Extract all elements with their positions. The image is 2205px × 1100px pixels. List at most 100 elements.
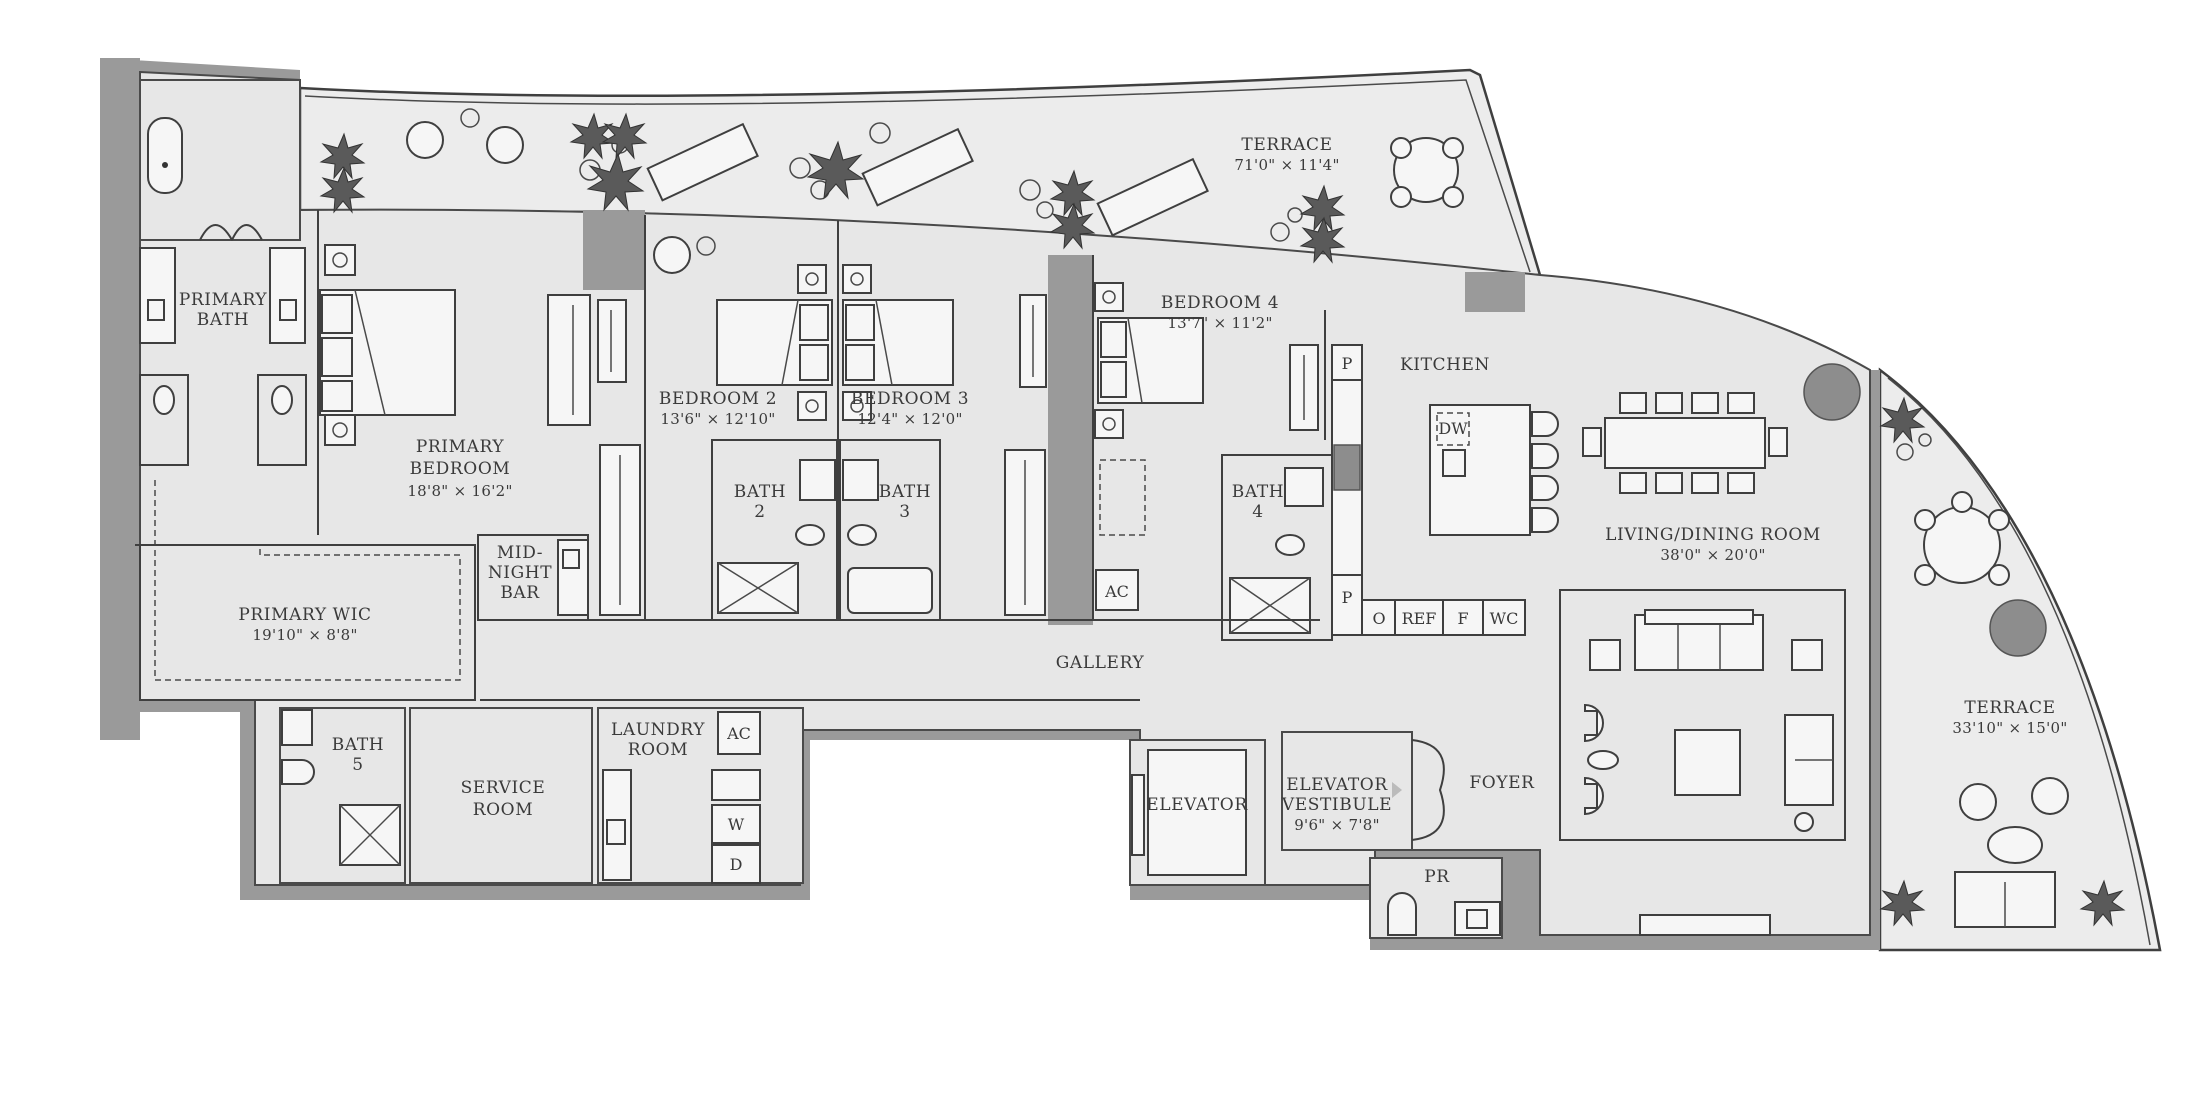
nightstand: [1094, 282, 1124, 312]
ac-label: AC: [726, 724, 751, 743]
primary-bedroom-dim: 18'8" × 16'2": [407, 482, 512, 500]
terrace-right-name: TERRACE: [1964, 698, 2055, 718]
service-room-line2: ROOM: [473, 800, 533, 820]
bath-5-line1: BATH: [332, 735, 384, 755]
armchair: [1584, 776, 1604, 816]
living-rug: [1559, 589, 1846, 841]
wall-segment: [1465, 272, 1525, 312]
pantry-label: P: [1342, 588, 1353, 607]
primary-wic-dim: 19'10" × 8'8": [252, 626, 357, 644]
primary-wic-area: [139, 544, 476, 701]
foyer-name: FOYER: [1469, 773, 1535, 793]
midnight-bar-line1: MID-: [497, 543, 543, 563]
midnight-bar-line2: NIGHT: [488, 563, 552, 583]
elevator-vestibule-dim: 9'6" × 7'8": [1294, 816, 1380, 834]
service-room-area: [409, 707, 593, 884]
wall-segment: [583, 210, 645, 290]
primary-bath-name-1: PRIMARY: [179, 290, 268, 310]
bath-4-line2: 4: [1252, 502, 1263, 522]
terrace-top-name: TERRACE: [1241, 135, 1332, 155]
nightstand: [324, 244, 356, 276]
bath-4-line1: BATH: [1232, 482, 1284, 502]
elevator-name: ELEVATOR: [1146, 795, 1248, 815]
dryer-label: D: [730, 855, 743, 874]
elevator-car: [1147, 749, 1247, 876]
sink-icon: [147, 299, 165, 321]
pantry-label: P: [1342, 354, 1353, 373]
bedroom-4-name: BEDROOM 4: [1161, 293, 1279, 313]
laundry-room-area: [597, 707, 804, 884]
vanity-left: [139, 247, 176, 344]
washer-label: W: [728, 815, 745, 834]
primary-bedroom-name-1: PRIMARY: [416, 437, 505, 457]
refrigerator-label: REF: [1402, 609, 1437, 628]
nightstand: [324, 414, 356, 446]
closet: [597, 299, 627, 383]
nightstand: [797, 391, 827, 421]
wall-segment: [1048, 255, 1093, 625]
bath-3-line2: 3: [899, 502, 910, 522]
bedroom-2-dim: 13'6" × 12'10": [660, 410, 775, 428]
nightstand: [842, 264, 872, 294]
midnight-bar-line3: BAR: [500, 583, 540, 603]
wall-segment: [1048, 600, 1080, 622]
primary-wic-name: PRIMARY WIC: [238, 605, 371, 625]
gallery-name: GALLERY: [1056, 653, 1145, 673]
dryer: [711, 844, 761, 884]
powder-room-name: PR: [1424, 867, 1450, 887]
terrace-right-dim: 33'10" × 15'0": [1952, 719, 2067, 737]
laundry-room-line1: LAUNDRY: [611, 720, 705, 740]
coffee-table: [1674, 729, 1741, 796]
nightstand: [797, 264, 827, 294]
side-table: [1589, 639, 1621, 671]
terrace-top-furniture: [406, 108, 1464, 242]
closet: [547, 294, 591, 426]
laundry-room-line2: ROOM: [628, 740, 688, 760]
bath-3-line1: BATH: [879, 482, 931, 502]
living-dining-name: LIVING/DINING ROOM: [1605, 525, 1821, 545]
plant-icons: [319, 112, 2126, 927]
service-room-line1: SERVICE: [461, 778, 546, 798]
toilet-icon: [271, 385, 293, 415]
console: [1639, 914, 1771, 936]
nightstand: [842, 391, 872, 421]
bath-2-line1: BATH: [734, 482, 786, 502]
elevator-vestibule-line1: ELEVATOR: [1286, 775, 1388, 795]
washer: [711, 804, 761, 844]
vanity-right: [269, 247, 306, 344]
kitchen-name: KITCHEN: [1400, 355, 1490, 375]
bedroom-3-name: BEDROOM 3: [851, 389, 969, 409]
oven-label: O: [1372, 609, 1385, 628]
freezer-label: F: [1457, 609, 1468, 628]
bedroom-2-name: BEDROOM 2: [659, 389, 777, 409]
bathtub: [847, 567, 933, 614]
dining-table: [1604, 417, 1766, 469]
sink-icon: [279, 299, 297, 321]
pantry-bottom: [1331, 574, 1363, 636]
side-table: [1791, 639, 1823, 671]
elevator-vestibule-area: [1281, 731, 1413, 851]
bedroom-4-dim: 13'7" × 11'2": [1167, 314, 1272, 332]
bath-2-line2: 2: [754, 502, 765, 522]
armchair: [1584, 703, 1604, 743]
elevator-vestibule-line2: VESTIBULE: [1281, 795, 1392, 815]
pantry-top: [1331, 344, 1363, 381]
bathtub: [147, 117, 183, 194]
ac-label: AC: [1104, 582, 1129, 601]
nightstand: [1094, 409, 1124, 439]
living-dining-dim: 38'0" × 20'0": [1660, 546, 1765, 564]
chair-icon: [653, 236, 691, 274]
cooktop-icon: [1333, 444, 1361, 491]
terrace-right-furniture: [1896, 433, 2069, 928]
wine-cooler-label: WC: [1490, 609, 1519, 628]
terrace-top-dim: 71'0" × 11'4": [1234, 156, 1339, 174]
bath-5-line2: 5: [352, 755, 363, 775]
toilet-icon: [153, 385, 175, 415]
primary-bedroom-name-2: BEDROOM: [410, 459, 511, 479]
primary-bath-name-2: BATH: [197, 310, 249, 330]
bedroom-3-dim: 12'4" × 12'0": [857, 410, 962, 428]
ac-unit: [717, 711, 761, 755]
dw-label: DW: [1438, 419, 1468, 438]
ac-unit: [1095, 569, 1139, 611]
